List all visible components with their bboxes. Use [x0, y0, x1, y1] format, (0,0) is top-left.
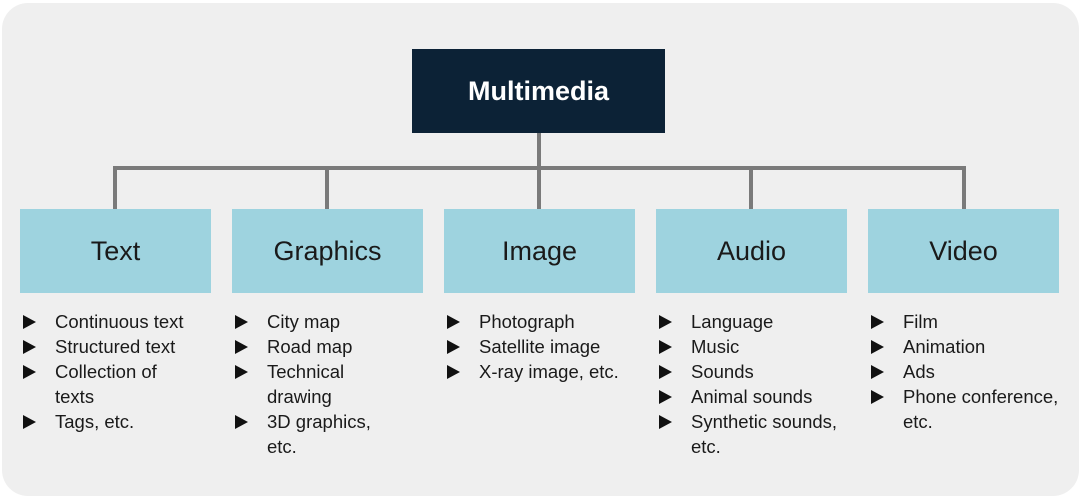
right-triangle-bullet-icon [659, 340, 672, 354]
category-label-image: Image [501, 235, 578, 266]
item-list-text: Continuous text Structured text Collecti… [20, 309, 220, 434]
list-item: Music [656, 334, 836, 359]
list-item: Continuous text [20, 309, 220, 334]
root-node-label: Multimedia [467, 75, 609, 106]
right-triangle-bullet-icon [447, 340, 460, 354]
right-triangle-bullet-icon [23, 365, 36, 379]
list-item: Ads [868, 359, 1068, 384]
list-item: Animation [868, 334, 1068, 359]
list-item: Phone conference, etc. [868, 384, 1083, 434]
category-label-text: Text [90, 235, 141, 266]
item-list-audio: Language Music Sounds Animal sounds Synt… [656, 309, 837, 459]
list-item: Technical drawing [232, 359, 392, 409]
list-item: Collection of texts [20, 359, 179, 409]
right-triangle-bullet-icon [659, 315, 672, 329]
list-item: Film [868, 309, 1068, 334]
right-triangle-bullet-icon [871, 315, 884, 329]
category-box-image: Image [444, 209, 635, 293]
right-triangle-bullet-icon [871, 390, 884, 404]
category-label-audio: Audio [716, 235, 787, 266]
right-triangle-bullet-icon [235, 365, 248, 379]
right-triangle-bullet-icon [23, 415, 36, 429]
category-box-video: Video [868, 209, 1059, 293]
right-triangle-bullet-icon [871, 340, 884, 354]
list-item: Language [656, 309, 836, 334]
list-item: Satellite image [444, 334, 624, 359]
right-triangle-bullet-icon [659, 390, 672, 404]
list-item: 3D graphics, etc. [232, 409, 392, 459]
list-item: Tags, etc. [20, 409, 220, 434]
category-box-audio: Audio [656, 209, 847, 293]
category-box-text: Text [20, 209, 211, 293]
list-item: Sounds [656, 359, 836, 384]
root-node-multimedia: Multimedia [412, 49, 665, 133]
right-triangle-bullet-icon [659, 365, 672, 379]
right-triangle-bullet-icon [447, 315, 460, 329]
category-label-graphics: Graphics [273, 235, 382, 266]
list-item: Synthetic sounds, etc. [656, 409, 841, 459]
list-item: X-ray image, etc. [444, 359, 639, 384]
item-list-video: Film Animation Ads Phone conference, etc… [868, 309, 1068, 434]
right-triangle-bullet-icon [659, 415, 672, 429]
right-triangle-bullet-icon [235, 315, 248, 329]
list-item: Animal sounds [656, 384, 836, 409]
list-item: City map [232, 309, 392, 334]
list-item: Photograph [444, 309, 624, 334]
right-triangle-bullet-icon [235, 415, 248, 429]
category-box-graphics: Graphics [232, 209, 423, 293]
right-triangle-bullet-icon [23, 315, 36, 329]
list-item: Road map [232, 334, 392, 359]
right-triangle-bullet-icon [23, 340, 36, 354]
list-item: Structured text [20, 334, 220, 359]
item-list-image: Photograph Satellite image X-ray image, … [444, 309, 624, 384]
right-triangle-bullet-icon [871, 365, 884, 379]
category-label-video: Video [929, 235, 998, 266]
right-triangle-bullet-icon [447, 365, 460, 379]
item-list-graphics: City map Road map Technical drawing 3D g… [232, 309, 392, 459]
right-triangle-bullet-icon [235, 340, 248, 354]
